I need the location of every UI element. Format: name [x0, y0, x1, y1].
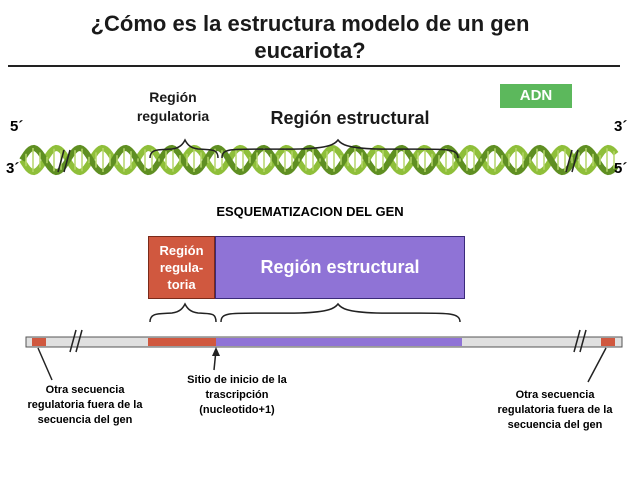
bar-regulatoria-right [601, 338, 615, 346]
bar-regulatoria-left [32, 338, 46, 346]
helix-end-top-right: 3´ [614, 118, 628, 135]
helix-end-bottom-left: 3´ [6, 160, 20, 177]
bar-break-left [69, 329, 83, 353]
pointer-right [587, 347, 607, 383]
bar-regulatoria [148, 338, 216, 346]
box-region-estructural: Región estructural [215, 236, 465, 299]
bar-estructural [216, 338, 462, 346]
page-title: ¿Cómo es la estructura modelo de un gen … [90, 11, 530, 63]
dna-helix [19, 144, 619, 176]
helix-break-left [57, 149, 71, 173]
adn-badge: ADN [500, 84, 572, 108]
gene-bar [25, 336, 623, 348]
brace-estructural-schema [220, 302, 461, 323]
helix-region-regulatoria-label: Región regulatoria [136, 89, 210, 124]
brace-regulatoria-schema [149, 302, 217, 323]
pointer-middle-arrowhead [212, 347, 220, 356]
box-region-regulatoria: Región regula- toria [148, 236, 215, 299]
note-left: Otra secuencia regulatoria fuera de la s… [27, 384, 143, 426]
note-middle: Sitio de inicio de la trascripción (nucl… [187, 374, 287, 416]
bar-break-right [573, 329, 587, 353]
brace-regulatoria-helix [149, 138, 219, 159]
note-right: Otra secuencia regulatoria fuera de la s… [497, 389, 613, 431]
helix-break-right [565, 149, 579, 173]
helix-end-bottom-right: 5´ [614, 160, 628, 177]
helix-end-top-left: 5´ [10, 118, 24, 135]
pointer-left [37, 347, 53, 381]
helix-region-estructural-label: Región estructural [270, 108, 430, 128]
title-divider [8, 65, 620, 67]
brace-estructural-helix [221, 138, 459, 159]
schema-title: ESQUEMATIZACION DEL GEN [216, 204, 404, 219]
